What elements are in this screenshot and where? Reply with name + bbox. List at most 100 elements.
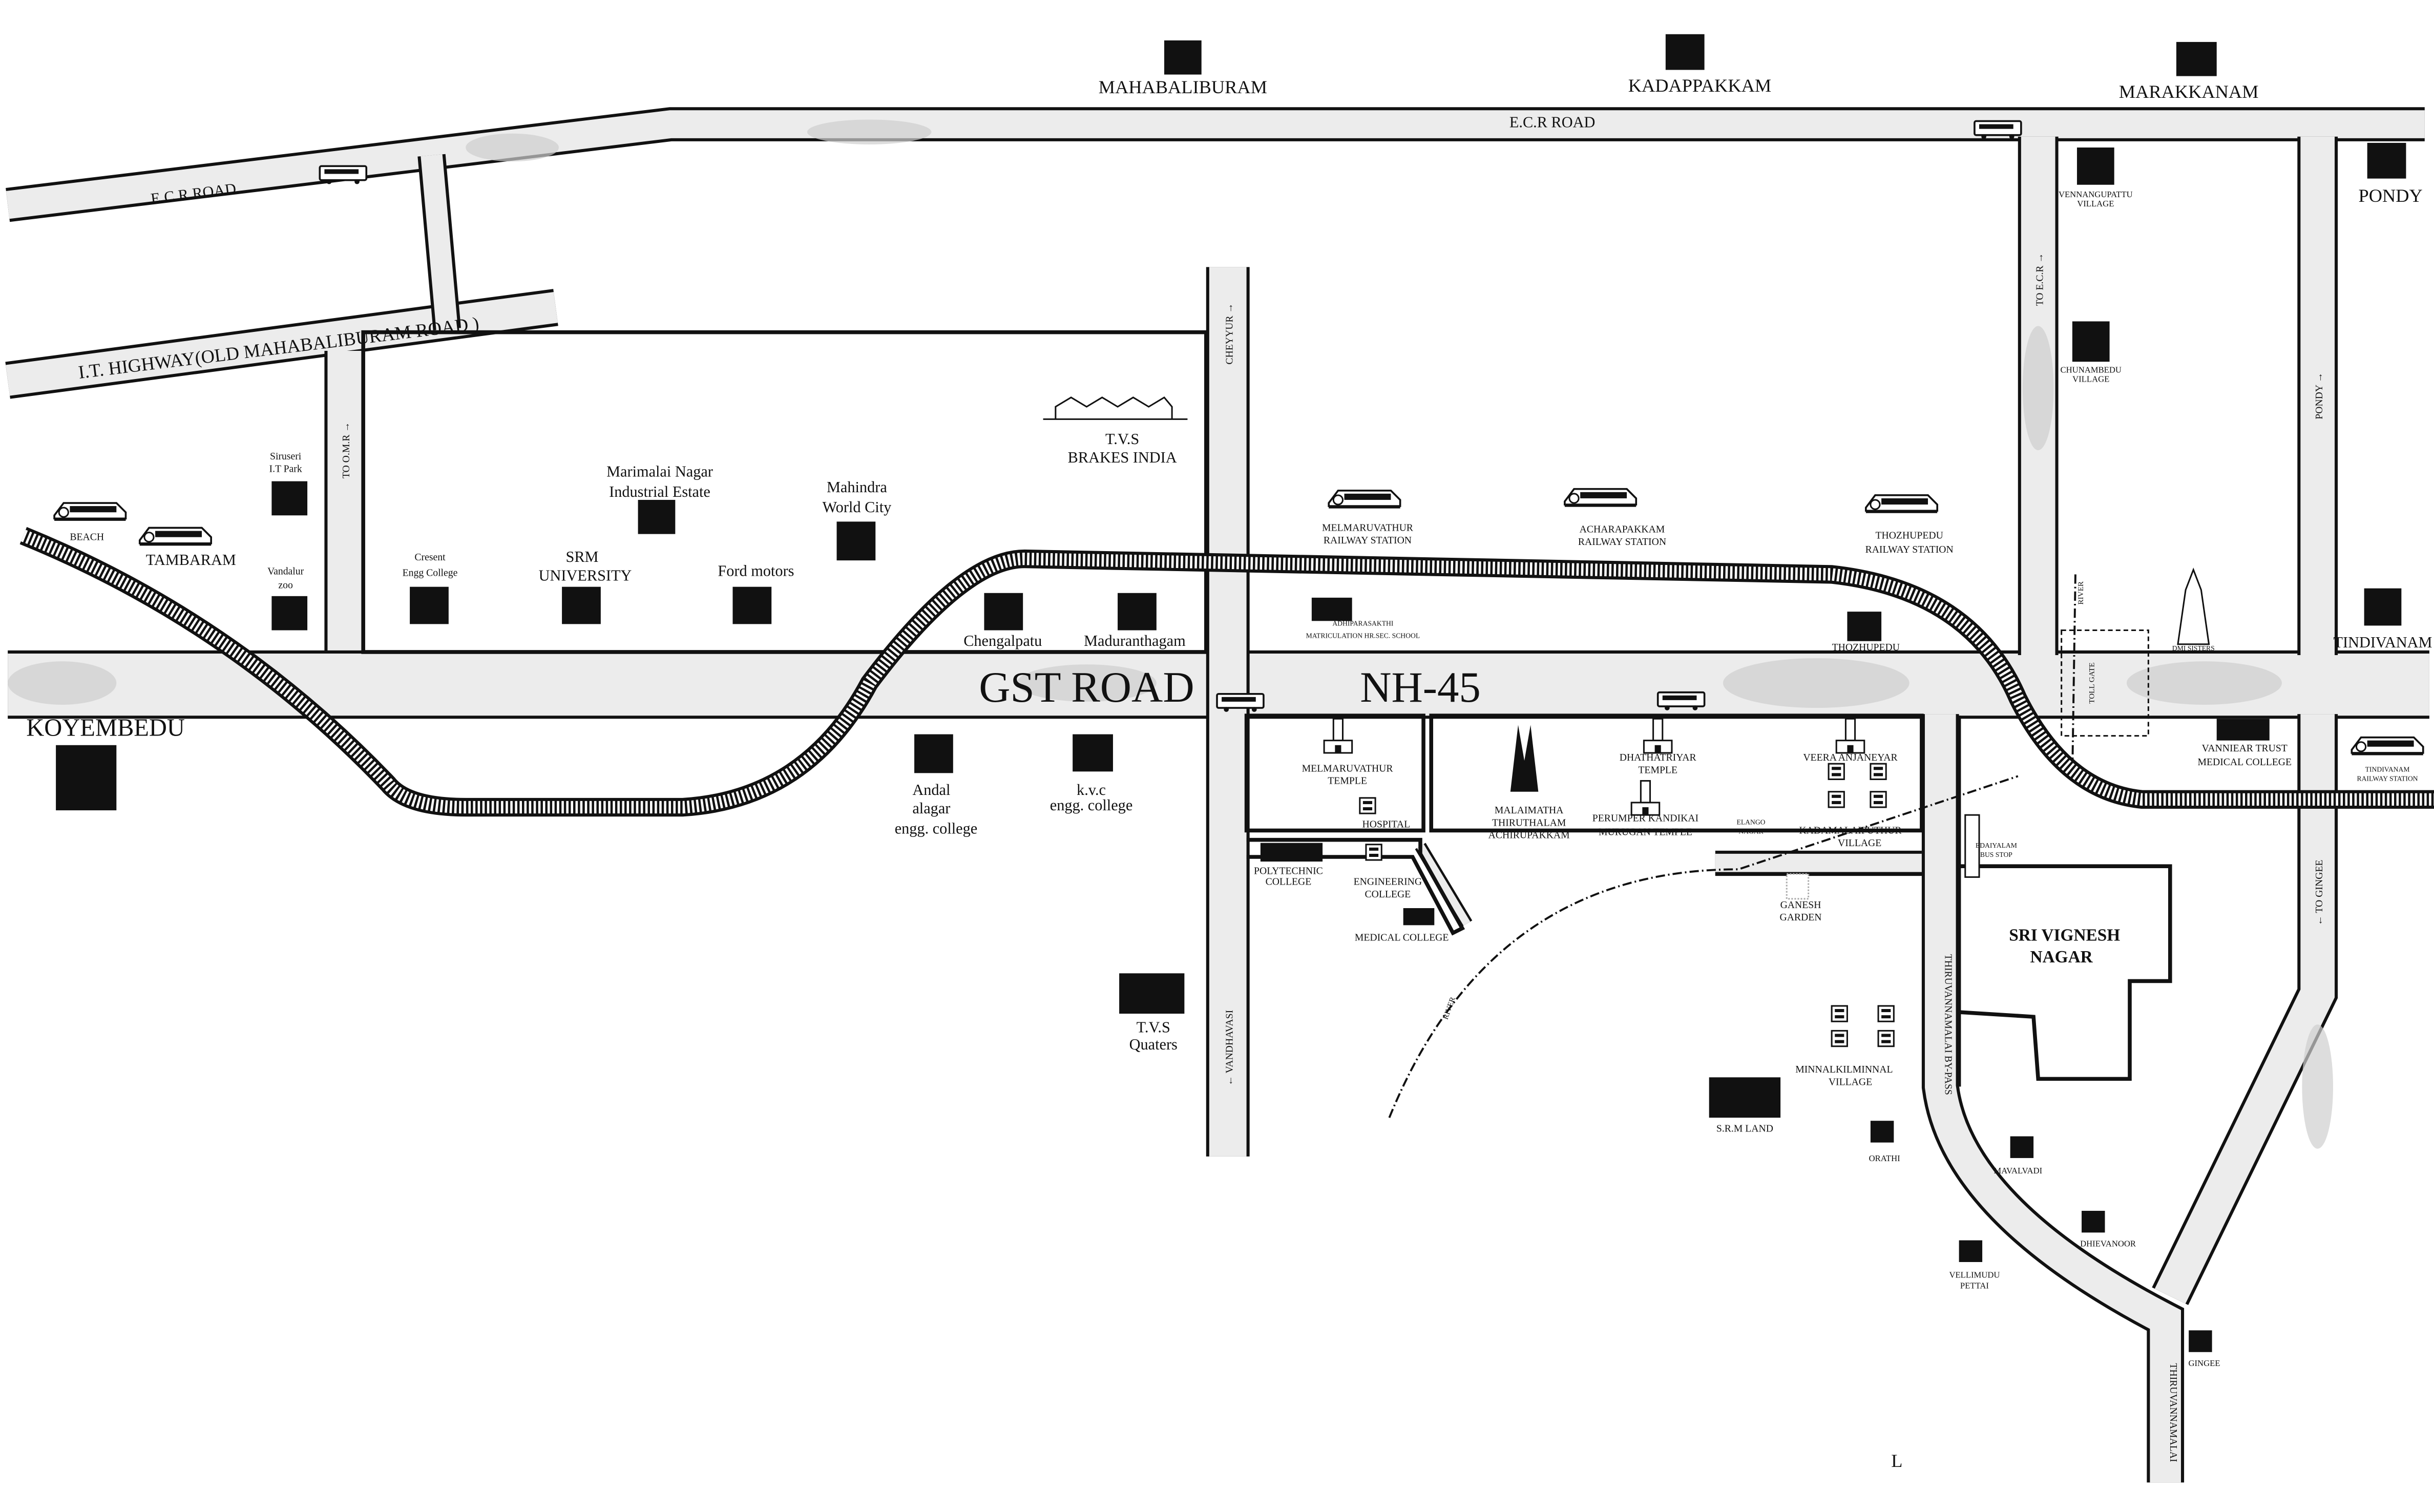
place-label: BEACH xyxy=(70,532,104,543)
place-label: k.v.c xyxy=(1077,781,1106,799)
place-label: DMI SISTERS xyxy=(2172,644,2215,652)
place-label: ACHARAPAKKAM xyxy=(1580,524,1665,535)
medical-college-icon xyxy=(1403,908,1435,926)
place-label: GANESH xyxy=(1780,899,1821,911)
place-label: TINDIVANAM xyxy=(2333,634,2432,651)
place-label: engg. college xyxy=(1050,796,1133,814)
place-label: ACHIRUPAKKAM xyxy=(1488,830,1570,841)
train-icon xyxy=(2351,736,2424,755)
place-label: ENGINEERING xyxy=(1354,876,1422,888)
temple-icon xyxy=(1643,718,1673,754)
place-label: VILLAGE xyxy=(2072,374,2109,384)
place-label: alagar xyxy=(912,800,950,817)
place-label: DHATHATRIYAR xyxy=(1620,752,1697,763)
place-label: Maduranthagam xyxy=(1084,632,1186,649)
place-label: TINDIVANAM xyxy=(2365,765,2410,773)
place-label: CHUNAMBEDU xyxy=(2061,365,2122,374)
place-label: THIRUTHALAM xyxy=(1492,817,1566,828)
place-label: VELLIMUDU xyxy=(1949,1270,2000,1279)
place-label: PONDY xyxy=(2359,185,2423,206)
place-label: RAILWAY STATION xyxy=(1865,544,1954,555)
place-label: Marimalai Nagar xyxy=(606,463,713,480)
place-label: engg. college xyxy=(895,820,978,837)
place-label: MALAIMATHA xyxy=(1495,805,1564,816)
road-label-nh45: NH-45 xyxy=(1360,663,1481,711)
road-label-ecr: E.C.R ROAD xyxy=(1509,114,1596,131)
place-label: NAGAR xyxy=(1738,828,1764,835)
river-line xyxy=(1388,574,2076,1118)
house-icon xyxy=(1831,1005,1848,1022)
temple-icon xyxy=(1835,718,1865,754)
house-icon xyxy=(1828,763,1845,780)
place-label: MAVALVADI xyxy=(1994,1166,2042,1175)
place-label: ADHIPARASAKTHI xyxy=(1332,619,1394,627)
place-label: Siruseri xyxy=(270,451,302,462)
place-label: MELMARUVATHUR xyxy=(1302,763,1394,774)
place-label: KADAMALAIPUTHUR xyxy=(1799,825,1902,836)
road-label-to-ecr: TO E.C.R → xyxy=(2034,253,2045,306)
house-icon xyxy=(1877,1005,1895,1022)
house-icon xyxy=(1828,791,1845,808)
place-label: THOZHUPEDU xyxy=(1875,530,1943,541)
road-network xyxy=(5,107,2429,1483)
place-label: VILLAGE xyxy=(1829,1076,1872,1087)
ganesh-garden-icon xyxy=(1786,873,1810,900)
place-label: Cresent xyxy=(414,552,446,563)
place-label: Quaters xyxy=(1129,1036,1178,1053)
sri-vignesh-nagar-label: NAGAR xyxy=(2030,948,2093,967)
place-label: MINNALKILMINNAL xyxy=(1795,1064,1893,1075)
place-label: COLLEGE xyxy=(1365,889,1411,900)
place-label: World City xyxy=(823,498,892,516)
house-icon xyxy=(1870,791,1887,808)
place-label: VEERA ANJANEYAR xyxy=(1803,752,1898,763)
road-label-pondy: PONDY → xyxy=(2314,372,2325,419)
place-label: Mahindra xyxy=(827,478,887,496)
place-label: MATRICULATION HR.SEC. SCHOOL xyxy=(1306,632,1420,640)
place-label: PETTAI xyxy=(1960,1281,1989,1291)
place-label: HOSPITAL xyxy=(1362,818,1411,830)
sri-vignesh-nagar-plot xyxy=(1957,864,2172,1081)
place-label: KADAPPAKKAM xyxy=(1628,75,1772,96)
place-label: Andal xyxy=(912,781,950,799)
road-label-cheyyur: CHEYYUR → xyxy=(1224,303,1235,365)
place-label: Engg College xyxy=(403,567,458,578)
place-markers xyxy=(56,34,2406,1352)
area-outlines xyxy=(361,330,2149,1087)
place-label: VANNIEAR TRUST xyxy=(2202,743,2288,754)
place-label: POLYTECHNIC xyxy=(1254,865,1323,876)
place-label: TEMPLE xyxy=(1638,764,1677,775)
sri-vignesh-nagar-label: SRI VIGNESH xyxy=(2009,926,2120,945)
vanniear-college-icon xyxy=(2216,719,2270,741)
place-label: VILLAGE xyxy=(2077,199,2114,208)
train-icon xyxy=(1564,488,1638,507)
place-label: Industrial Estate xyxy=(609,483,710,500)
factory-icon xyxy=(1043,396,1188,420)
place-label: RAILWAY STATION xyxy=(2357,774,2418,782)
railway-line xyxy=(19,527,2434,817)
house-icon xyxy=(1831,1030,1848,1047)
place-label: S.R.M LAND xyxy=(1716,1123,1773,1134)
place-label: EDAIYALAM xyxy=(1976,842,2017,849)
hospital-icon xyxy=(1359,797,1376,814)
river-label: RIVER xyxy=(2076,581,2085,604)
place-label: MELMARUVATHUR xyxy=(1322,522,1414,534)
church-icon xyxy=(2177,568,2210,645)
school-icon xyxy=(1311,597,1352,621)
place-label: KOYEMBEDU xyxy=(26,715,185,742)
place-label: UNIVERSITY xyxy=(539,567,632,584)
train-icon xyxy=(138,527,212,546)
place-label: GINGEE xyxy=(2188,1358,2220,1368)
road-label-gst: GST ROAD xyxy=(979,663,1194,711)
train-icon xyxy=(1864,494,1939,514)
place-label: T.V.S xyxy=(1137,1018,1170,1036)
train-icon xyxy=(53,502,127,521)
road-label-to-gingee: ← TO GINGEE xyxy=(2314,860,2325,926)
place-label: Chengalpatu xyxy=(963,632,1042,649)
road-label-vandhavasi: ← VANDHAVASI xyxy=(1224,1010,1235,1086)
place-label: RAILWAY STATION xyxy=(1324,535,1412,546)
road-label-thiruvannamalai-bypass: THIRUVANNAMALAI BY-PASS xyxy=(1942,954,1954,1095)
stray-mark: L xyxy=(1891,1451,1902,1471)
place-label: MAHABALIBURAM xyxy=(1099,77,1267,97)
place-label: BRAKES INDIA xyxy=(1068,449,1177,466)
